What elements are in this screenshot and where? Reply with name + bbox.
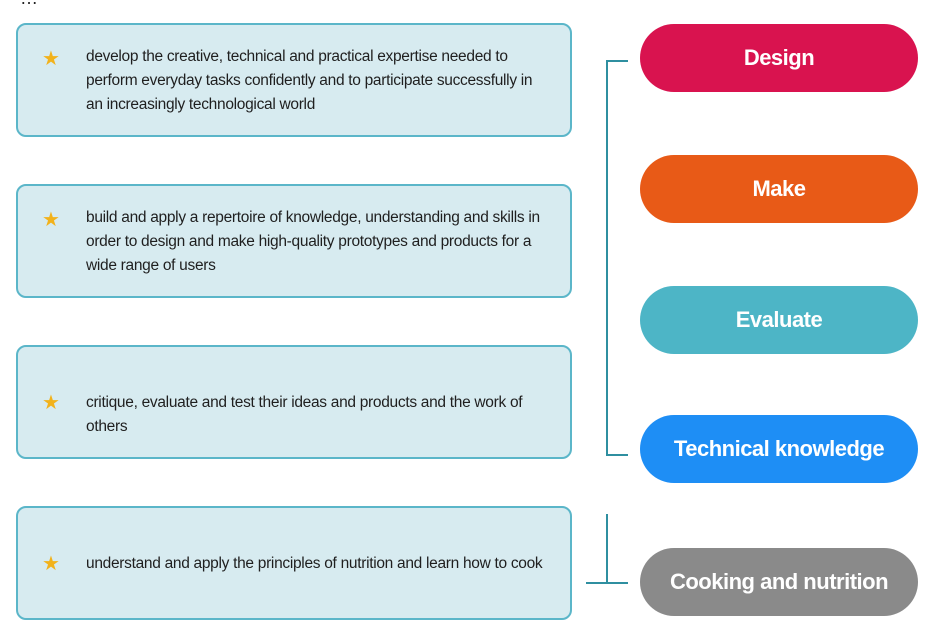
aim-box-2: ★ build and apply a repertoire of knowle… <box>16 184 572 298</box>
pill-evaluate: Evaluate <box>640 286 918 354</box>
aim-text-2: build and apply a repertoire of knowledg… <box>86 209 540 274</box>
aim-box-4: ★ understand and apply the principles of… <box>16 506 572 620</box>
pill-technical-knowledge-label: Technical knowledge <box>673 436 885 461</box>
cooking-horizontal-line <box>586 582 628 584</box>
star-icon: ★ <box>42 553 60 575</box>
bracket-bottom-tick <box>606 454 628 456</box>
cooking-vertical-line <box>606 514 608 584</box>
aim-text-1: develop the creative, technical and prac… <box>86 48 533 113</box>
pill-design: Design <box>640 24 918 92</box>
bracket-top-tick <box>606 60 628 62</box>
pill-cooking-and-nutrition-label: Cooking and nutrition <box>669 569 889 594</box>
aim-box-3: ★ critique, evaluate and test their idea… <box>16 345 572 459</box>
pill-make: Make <box>640 155 918 223</box>
pill-evaluate-label: Evaluate <box>735 307 823 332</box>
pill-technical-knowledge: Technical knowledge <box>640 415 918 483</box>
star-icon: ★ <box>42 48 60 70</box>
pill-make-label: Make <box>752 176 806 201</box>
star-icon: ★ <box>42 392 60 414</box>
pill-design-label: Design <box>743 45 815 70</box>
clipped-heading-text: … <box>20 0 38 9</box>
bracket-vertical-line <box>606 60 608 456</box>
aim-text-3: critique, evaluate and test their ideas … <box>86 394 523 435</box>
aim-text-4: understand and apply the principles of n… <box>86 555 543 572</box>
pill-cooking-and-nutrition: Cooking and nutrition <box>640 548 918 616</box>
star-icon: ★ <box>42 209 60 231</box>
aim-box-1: ★ develop the creative, technical and pr… <box>16 23 572 137</box>
